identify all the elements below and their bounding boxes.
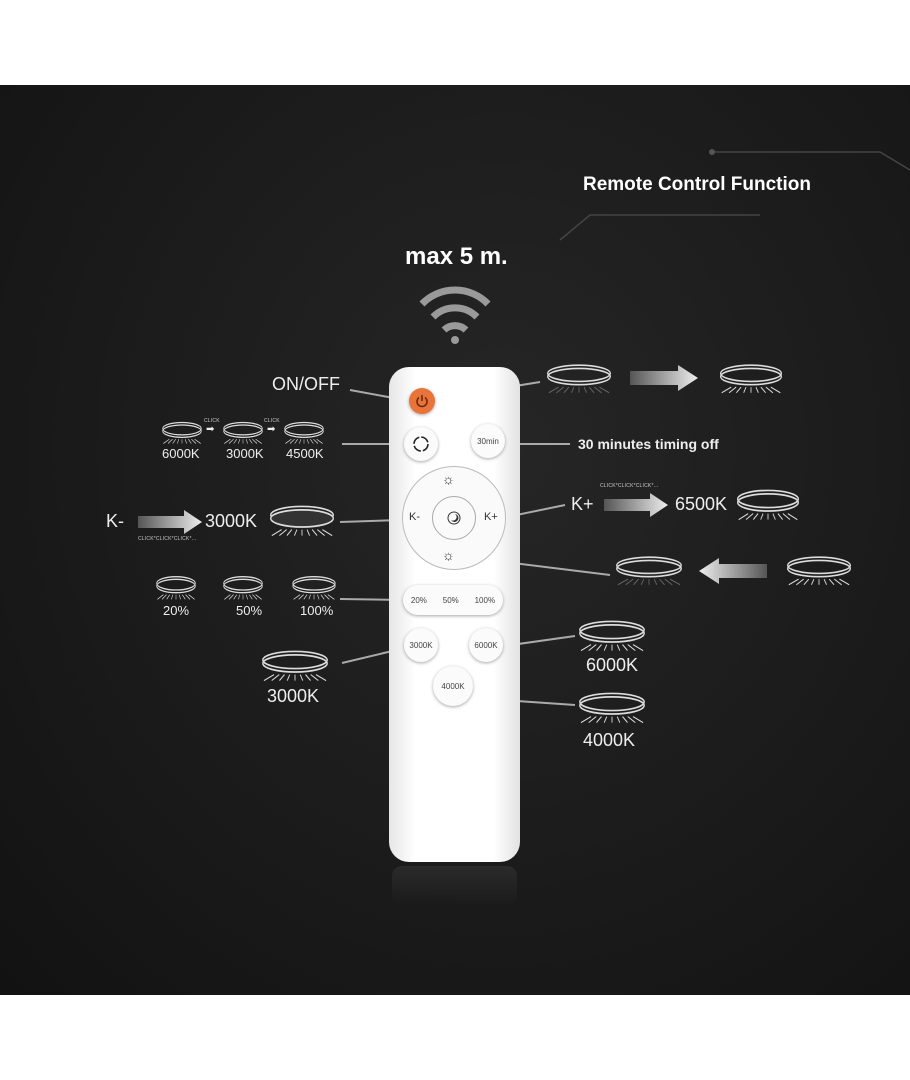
gradient-arrow-right-icon [604, 493, 668, 517]
cct-4000k-button[interactable]: 4000K [433, 666, 473, 706]
click-repeat-label: CLICK*CLICK*CLICK*... [600, 483, 659, 489]
power-button[interactable] [409, 388, 435, 414]
ceiling-lamp-icon [268, 503, 336, 539]
page-title: Remote Control Function [583, 174, 811, 195]
ceiling-lamp-icon [735, 487, 801, 523]
gradient-arrow-right-icon [138, 510, 202, 534]
ceiling-lamp-icon [577, 690, 647, 726]
ceiling-lamp-icon [222, 420, 264, 446]
ceiling-lamp-icon [718, 362, 784, 396]
percent-label-50: 50% [236, 603, 263, 618]
cct-6000k-label: 6000K [586, 655, 639, 675]
remote-reflection [392, 866, 517, 906]
preset-50-button[interactable]: 50% [442, 595, 459, 605]
ceiling-lamp-icon [291, 574, 337, 602]
night-mode-button[interactable] [432, 496, 476, 540]
click-repeat-label: CLICK*CLICK*CLICK*... [138, 536, 197, 542]
direction-pad: ☼ ☼ K- K+ [402, 466, 506, 570]
cct-3000k-label: 3000K [267, 686, 320, 706]
gradient-arrow-left-icon [699, 558, 767, 584]
k-minus-button[interactable]: K- [409, 511, 420, 523]
click-label: CLICK [204, 418, 220, 424]
k-minus-target-label: 3000K [205, 511, 258, 531]
on-off-label: ON/OFF [272, 374, 340, 394]
wifi-signal-icon [419, 286, 491, 344]
cct-6000k-button[interactable]: 6000K [469, 628, 503, 662]
k-plus-target-label: 6500K [675, 494, 728, 514]
k-minus-label: K- [106, 511, 124, 531]
ceiling-lamp-icon [785, 554, 853, 588]
ceiling-lamp-icon [283, 420, 325, 446]
range-label: max 5 m. [405, 243, 508, 270]
ceiling-lamp-icon [614, 554, 684, 588]
cycle-label-6000k: 6000K [162, 446, 200, 461]
cycle-icon [413, 436, 429, 452]
power-icon [416, 395, 428, 408]
moon-icon [447, 511, 461, 525]
k-plus-button[interactable]: K+ [484, 511, 498, 523]
ceiling-lamp-icon [545, 362, 613, 396]
preset-100-button[interactable]: 100% [474, 595, 496, 605]
remote-control: 30min ☼ ☼ K- K+ 20% 50% 100% 3000K 6000K… [389, 367, 520, 862]
cycle-button[interactable] [404, 427, 438, 461]
k-plus-label: K+ [571, 494, 594, 514]
percent-label-20: 20% [163, 603, 190, 618]
ceiling-lamp-icon [222, 574, 264, 602]
ceiling-lamp-icon [260, 648, 330, 684]
timer-30min-button[interactable]: 30min [471, 424, 505, 458]
ceiling-lamp-icon [577, 618, 647, 654]
cct-4000k-label: 4000K [583, 730, 636, 750]
brightness-up-button[interactable]: ☼ [442, 471, 455, 487]
brightness-preset-bar: 20% 50% 100% [403, 585, 503, 615]
preset-20-button[interactable]: 20% [410, 595, 427, 605]
click-label: CLICK [264, 418, 280, 424]
ceiling-lamp-icon [155, 574, 197, 602]
timer-label: 30 minutes timing off [578, 436, 719, 452]
cycle-label-3000k: 3000K [226, 446, 264, 461]
cycle-label-4500k: 4500K [286, 446, 324, 461]
gradient-arrow-right-icon [630, 365, 698, 391]
brightness-down-button[interactable]: ☼ [442, 547, 455, 563]
percent-label-100: 100% [300, 603, 334, 618]
arrow-right-icon: ➡ [206, 424, 215, 435]
ceiling-lamp-icon [161, 420, 203, 446]
arrow-right-icon: ➡ [267, 424, 276, 435]
cct-3000k-button[interactable]: 3000K [404, 628, 438, 662]
